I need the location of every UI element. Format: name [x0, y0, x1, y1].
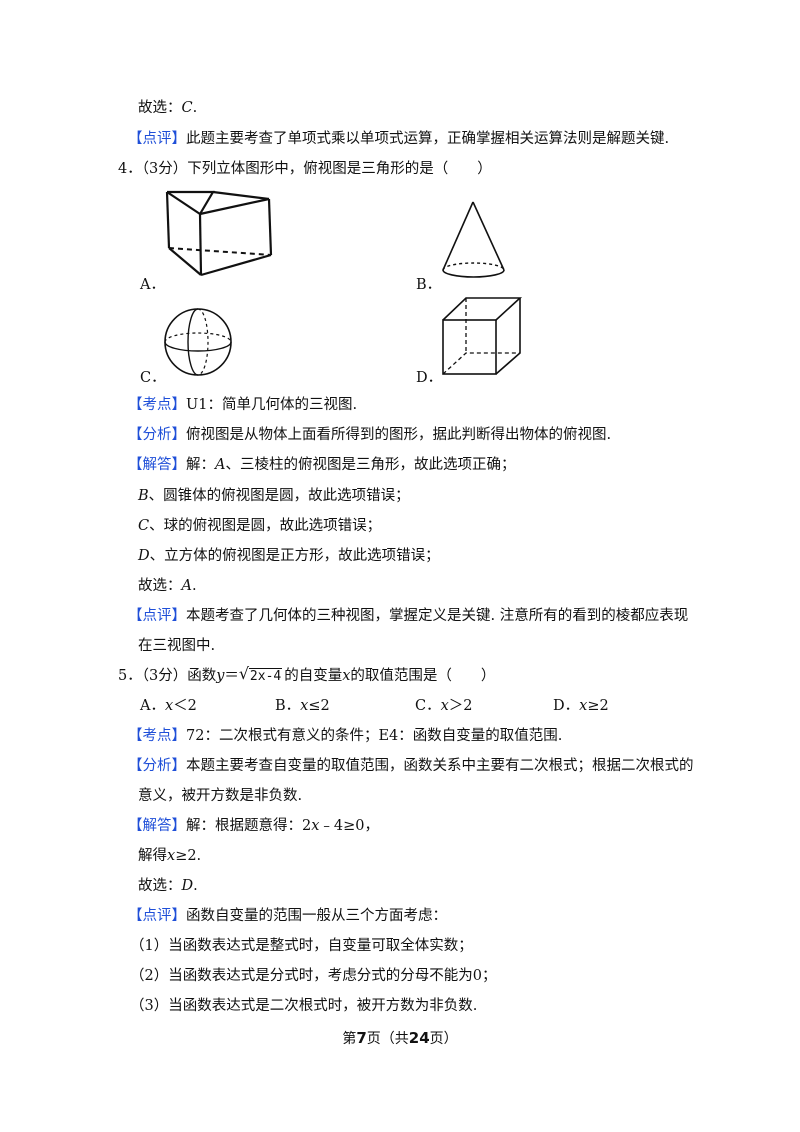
q5-kaodian: 【考点】72：二次根式有意义的条件；E4：函数自变量的取值范围. — [128, 728, 563, 744]
q5-point-2: （2）当函数表达式是分式时，考虑分式的分母不能为0； — [130, 968, 497, 984]
q3-comment: 【点评】此题主要考查了单项式乘以单项式运算，正确掌握相关运算法则是解题关键. — [128, 131, 670, 147]
q3-answer: 故选：C. — [138, 100, 198, 116]
q5-comment: 【点评】函数自变量的范围一般从三个方面考虑： — [128, 908, 447, 924]
q4-kaodian: 【考点】U1：简单几何体的三视图. — [128, 397, 358, 413]
page-footer: 第7页（共24页） — [342, 1029, 458, 1047]
cone-figure — [442, 201, 505, 278]
q5-jieda: 【解答】解：根据题意得：2x﹣4≥0， — [128, 818, 380, 834]
q5-answer: 故选：D. — [138, 878, 198, 894]
q5-point-1: （1）当函数表达式是整式时，自变量可取全体实数； — [130, 938, 473, 954]
cube-figure — [442, 297, 523, 375]
comment-tag: 【点评】 — [128, 131, 186, 147]
triangular-prism-figure — [165, 190, 273, 277]
q4-line-d: D、立方体的俯视图是正方形，故此选项错误； — [138, 548, 440, 564]
q4-fenxi: 【分析】俯视图是从物体上面看所得到的图形，据此判断得出物体的俯视图. — [128, 427, 612, 443]
sphere-figure — [164, 308, 232, 376]
q4-option-d-label: D． — [416, 370, 443, 386]
q5-option-a: A．x＜2 — [140, 698, 197, 714]
q4-jieda: 【解答】解：A、三棱柱的俯视图是三角形，故此选项正确； — [128, 457, 516, 473]
q5-point-3: （3）当函数表达式是二次根式时，被开方数为非负数. — [130, 998, 478, 1014]
q4-comment: 【点评】本题考查了几何体的三种视图，掌握定义是关键. 注意所有的看到的棱都应表现 — [128, 608, 689, 624]
total-pages-number: 24 — [408, 1029, 430, 1047]
q5-option-c: C．x＞2 — [415, 698, 473, 714]
q4-question: 4．（3分）下列立体图形中，俯视图是三角形的是（ ） — [118, 161, 492, 177]
q5-fenxi-line2: 意义，被开方数是非负数. — [138, 788, 303, 804]
square-root-expression: √2x-4 — [238, 664, 283, 684]
q4-option-b-label: B． — [416, 277, 442, 293]
q5-option-b: B．x≤2 — [275, 698, 330, 714]
q4-option-a-label: A． — [140, 277, 165, 293]
q4-line-c: C、球的俯视图是圆，故此选项错误； — [138, 518, 382, 534]
q4-comment-line2: 在三视图中. — [138, 638, 216, 654]
q5-fenxi: 【分析】本题主要考查自变量的取值范围，函数关系中主要有二次根式；根据二次根式的 — [128, 758, 694, 774]
current-page-number: 7 — [356, 1029, 367, 1047]
q5-option-d: D．x≥2 — [553, 698, 609, 714]
q4-line-b: B、圆锥体的俯视图是圆，故此选项错误； — [138, 488, 410, 504]
q4-answer: 故选：A. — [138, 578, 197, 594]
q5-jieda-line2: 解得x≥2. — [138, 848, 202, 864]
q4-option-c-label: C． — [140, 370, 166, 386]
